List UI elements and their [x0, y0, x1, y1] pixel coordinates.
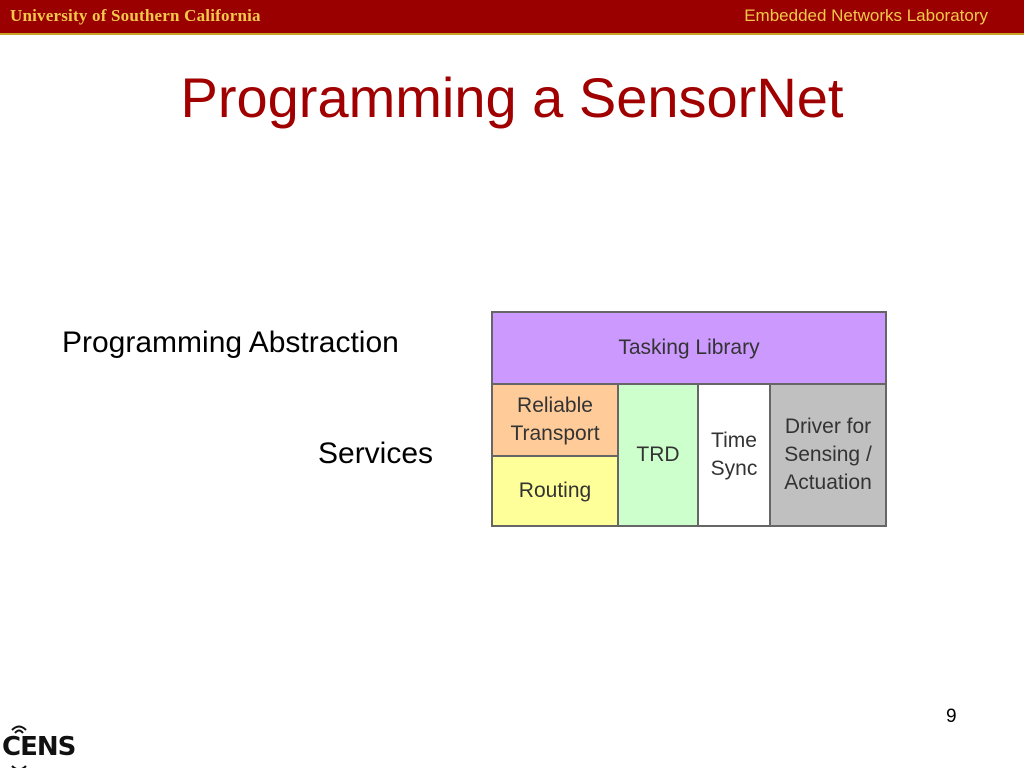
time-sync-line-2: Sync [710, 457, 758, 480]
university-name: University of Southern California [10, 6, 261, 25]
driver-line-2: Sensing / [784, 443, 872, 466]
header-bar: University of Southern California Embedd… [0, 0, 1024, 35]
lab-name: Embedded Networks Laboratory [744, 6, 988, 25]
page-number: 9 [946, 706, 957, 727]
label-programming-abstraction: Programming Abstraction [62, 326, 399, 359]
time-sync-line-1: Time [711, 429, 757, 452]
architecture-diagram: Tasking Library Reliable Transport Routi… [491, 311, 887, 527]
cens-logo-icon: CENS [0, 720, 76, 771]
routing-label: Routing [518, 479, 592, 502]
reliable-transport-box: Reliable Transport [492, 384, 618, 456]
trd-box: TRD [618, 384, 698, 526]
driver-box: Driver for Sensing / Actuation [770, 384, 886, 526]
tasking-library-label: Tasking Library [618, 336, 760, 359]
cens-logo-text: CENS [2, 732, 76, 762]
slide-title: Programming a SensorNet [180, 66, 844, 129]
label-services: Services [318, 437, 434, 470]
driver-line-3: Actuation [784, 471, 872, 494]
reliable-transport-line-2: Transport [510, 422, 600, 445]
routing-box: Routing [492, 456, 618, 526]
trd-label: TRD [636, 443, 680, 466]
driver-line-1: Driver for [784, 415, 872, 438]
time-sync-box: Time Sync [698, 384, 770, 526]
reliable-transport-line-1: Reliable [517, 394, 593, 417]
tasking-library-box: Tasking Library [492, 312, 886, 384]
